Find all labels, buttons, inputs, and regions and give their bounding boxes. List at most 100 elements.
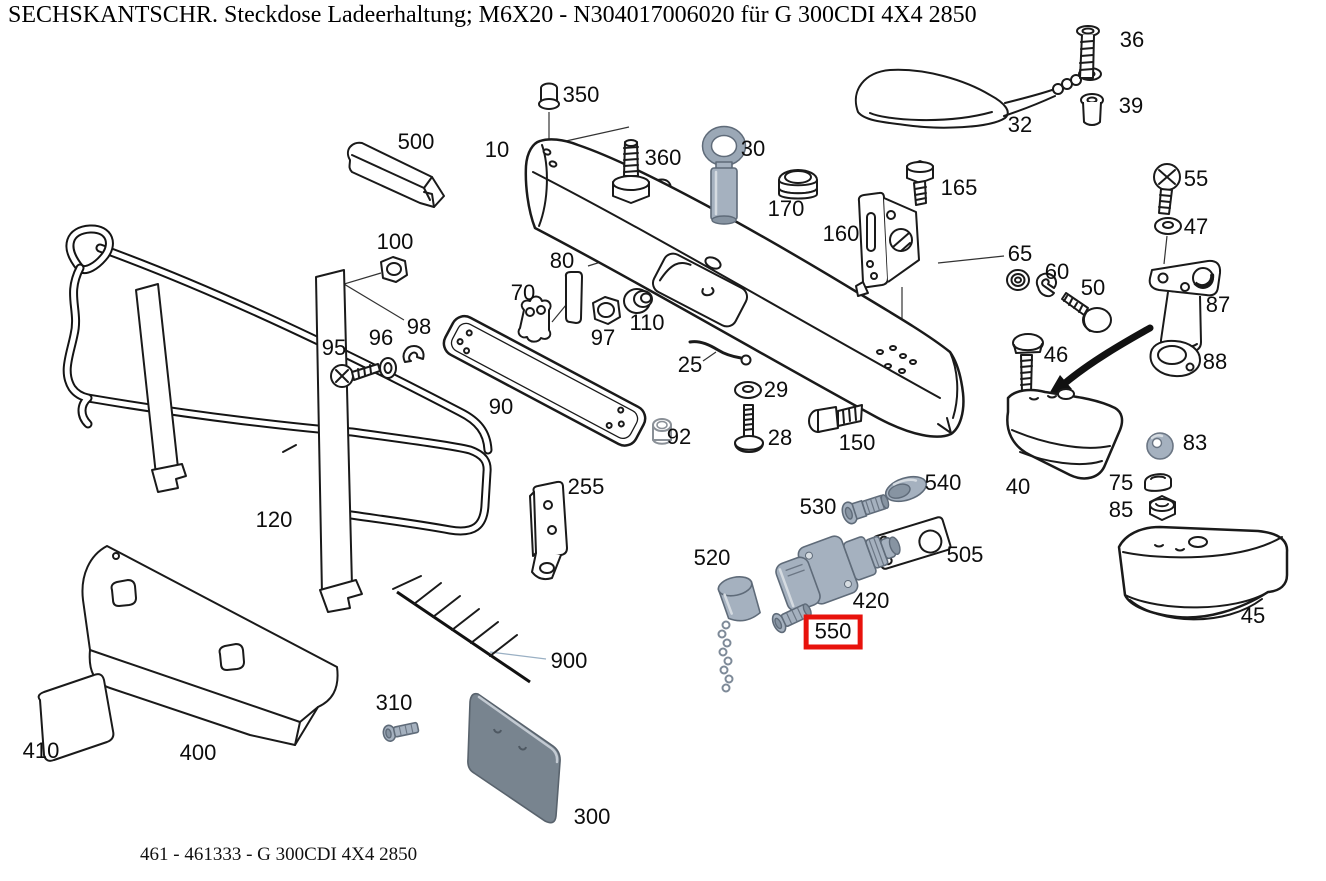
part-label-400[interactable]: 400 (179, 740, 217, 765)
part-label-120[interactable]: 120 (255, 507, 293, 532)
part-drawing-540 (884, 475, 928, 503)
part-label-900[interactable]: 900 (550, 648, 588, 673)
part-drawing-420 (775, 535, 901, 612)
part-label-80[interactable]: 80 (549, 248, 575, 273)
part-label-85[interactable]: 85 (1108, 497, 1134, 522)
page-title: SECHSKANTSCHR. Steckdose Ladeerhaltung; … (8, 2, 977, 28)
part-drawing-900 (392, 575, 531, 684)
part-label-32[interactable]: 32 (1007, 112, 1033, 137)
part-drawing-410 (37, 673, 115, 762)
part-drawing-70 (517, 295, 552, 343)
part-label-28[interactable]: 28 (767, 425, 793, 450)
part-drawing-60 (1035, 272, 1058, 298)
part-drawing-25 (688, 340, 752, 366)
part-label-310[interactable]: 310 (375, 690, 413, 715)
part-label-50[interactable]: 50 (1080, 275, 1106, 300)
part-drawing-98 (402, 345, 425, 363)
part-drawing-550 (771, 603, 812, 634)
selected-part-label-550[interactable]: 550 (803, 614, 863, 650)
part-drawing-46 (1012, 333, 1044, 393)
part-drawing-28 (734, 404, 764, 453)
part-drawing-45 (1117, 525, 1289, 621)
part-label-36[interactable]: 36 (1119, 27, 1145, 52)
part-drawing-530 (841, 494, 890, 525)
part-drawing-65 (1006, 269, 1030, 291)
part-label-150[interactable]: 150 (838, 430, 876, 455)
part-drawing-39 (1080, 93, 1104, 126)
part-label-165[interactable]: 165 (940, 175, 978, 200)
part-label-110[interactable]: 110 (629, 310, 665, 335)
part-label-410[interactable]: 410 (22, 738, 60, 763)
part-label-300[interactable]: 300 (573, 804, 611, 829)
part-label-87[interactable]: 87 (1205, 292, 1231, 317)
part-label-540[interactable]: 540 (924, 470, 962, 495)
part-drawing-95 (330, 363, 381, 388)
part-label-30[interactable]: 30 (740, 136, 766, 161)
part-label-160[interactable]: 160 (822, 221, 860, 246)
part-label-45[interactable]: 45 (1240, 603, 1266, 628)
part-label-88[interactable]: 88 (1202, 349, 1228, 374)
part-drawing-96 (379, 357, 397, 379)
part-drawing-47 (1154, 217, 1182, 235)
part-label-75[interactable]: 75 (1108, 470, 1134, 495)
part-label-530[interactable]: 530 (799, 494, 837, 519)
part-drawing-360 (612, 139, 650, 204)
part-label-96[interactable]: 96 (368, 325, 394, 350)
part-label-25[interactable]: 25 (677, 352, 703, 377)
part-label-92[interactable]: 92 (666, 424, 692, 449)
part-label-90[interactable]: 90 (488, 394, 514, 419)
part-drawing-83 (1146, 432, 1174, 460)
part-label-40[interactable]: 40 (1005, 474, 1031, 499)
part-drawing-400 (81, 545, 339, 746)
part-label-420[interactable]: 420 (852, 588, 890, 613)
part-label-170[interactable]: 170 (767, 196, 805, 221)
part-drawing-310 (382, 721, 420, 742)
part-drawing-97 (592, 296, 621, 325)
part-label-60[interactable]: 60 (1044, 259, 1070, 284)
part-drawing-100 (380, 256, 408, 283)
part-label-65[interactable]: 65 (1007, 241, 1033, 266)
part-drawing-520 (717, 576, 761, 693)
part-label-505[interactable]: 505 (946, 542, 984, 567)
part-label-97[interactable]: 97 (590, 325, 616, 350)
part-label-55[interactable]: 55 (1183, 166, 1209, 191)
part-label-100[interactable]: 100 (376, 229, 414, 254)
part-label-46[interactable]: 46 (1043, 342, 1069, 367)
part-drawing-500 (346, 141, 445, 208)
part-drawing-29 (734, 381, 762, 399)
part-label-350[interactable]: 350 (562, 82, 600, 107)
part-drawing-255 (529, 480, 568, 581)
part-label-95[interactable]: 95 (321, 335, 347, 360)
part-drawing-150 (808, 404, 863, 433)
part-drawing-110 (623, 288, 653, 314)
part-label-83[interactable]: 83 (1182, 430, 1208, 455)
part-label-29[interactable]: 29 (763, 377, 789, 402)
part-drawing-55 (1153, 163, 1181, 215)
part-label-520[interactable]: 520 (693, 545, 731, 570)
part-label-360[interactable]: 360 (644, 145, 682, 170)
part-label-39[interactable]: 39 (1118, 93, 1144, 118)
part-drawing-80 (564, 271, 583, 324)
part-drawing-92 (652, 418, 672, 445)
part-drawing-30 (701, 125, 747, 225)
part-drawing-170 (778, 169, 818, 200)
part-label-500[interactable]: 500 (397, 129, 435, 154)
part-drawing-165 (906, 160, 934, 206)
part-drawing-36 (1076, 25, 1100, 79)
part-label-255[interactable]: 255 (567, 474, 605, 499)
part-label-47[interactable]: 47 (1183, 214, 1209, 239)
catalog-footer: 461 - 461333 - G 300CDI 4X4 2850 (140, 844, 418, 865)
part-drawing-85 (1149, 495, 1176, 521)
part-drawing-160 (855, 191, 920, 297)
part-label-10[interactable]: 10 (484, 137, 510, 162)
part-drawing-300 (467, 692, 561, 824)
part-drawing-90 (442, 314, 647, 447)
part-drawing-88 (1149, 339, 1201, 378)
part-label-70[interactable]: 70 (510, 280, 536, 305)
part-drawing-50 (1061, 292, 1112, 333)
part-drawing-75 (1144, 473, 1172, 492)
part-label-98[interactable]: 98 (406, 314, 432, 339)
